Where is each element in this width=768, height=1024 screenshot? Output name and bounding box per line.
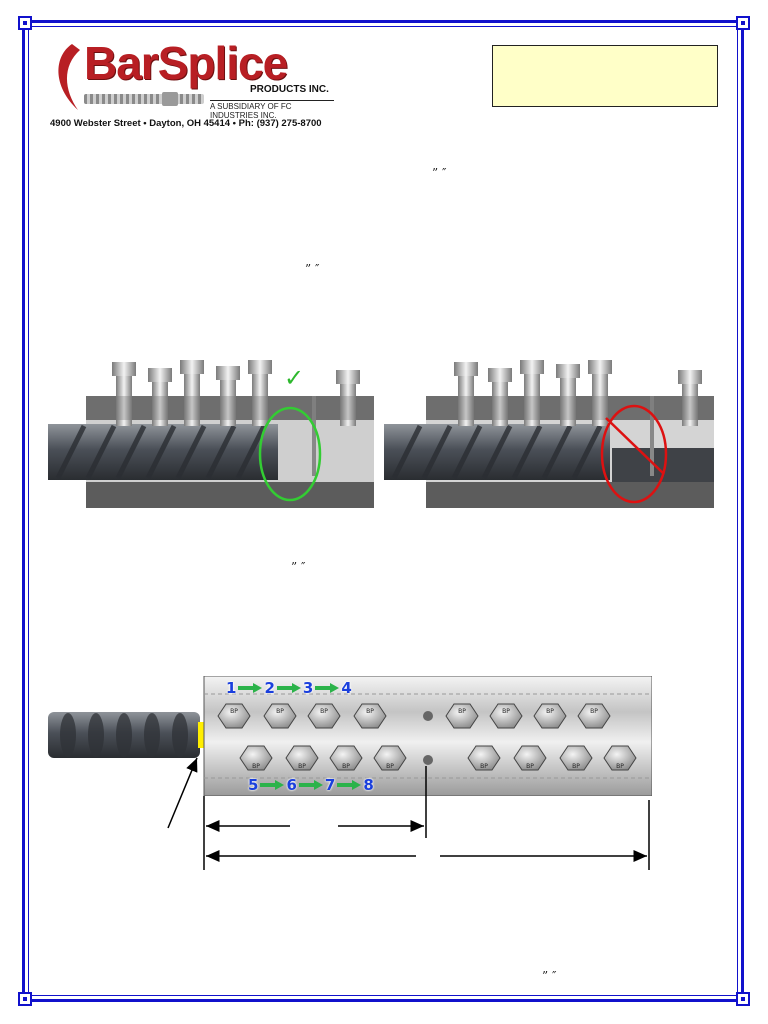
dimension-lines bbox=[167, 757, 650, 870]
page-border-outer bbox=[22, 20, 744, 1002]
bolt-head-mark: BP bbox=[590, 708, 598, 715]
corner-ornament bbox=[736, 992, 750, 1006]
bolt-head-mark: BP bbox=[230, 708, 238, 715]
arrow-right-icon bbox=[337, 780, 362, 790]
bar-end-marker bbox=[198, 722, 204, 748]
arrow-right-icon bbox=[276, 683, 301, 693]
step-number: 7 bbox=[324, 776, 336, 794]
page-border-inner bbox=[28, 26, 738, 996]
correct-insertion-illustration bbox=[48, 360, 374, 508]
bolt-head-mark: BP bbox=[546, 708, 554, 715]
quote-marks: ” ″ bbox=[305, 262, 320, 276]
corner-ornament bbox=[18, 992, 32, 1006]
bolt-head-mark: BP bbox=[252, 763, 260, 770]
quote-marks: ” ″ bbox=[291, 560, 306, 574]
correct-insertion-image bbox=[48, 352, 374, 508]
bolt-head-mark: BP bbox=[572, 763, 580, 770]
incorrect-insertion-image bbox=[384, 352, 714, 508]
bolt-head-mark: BP bbox=[298, 763, 306, 770]
bolt-head-mark: BP bbox=[276, 708, 284, 715]
step-number: 5 bbox=[248, 776, 259, 794]
checkmark-icon: ✓ bbox=[284, 364, 305, 392]
quote-marks: ” ″ bbox=[542, 969, 557, 983]
step-number: 3 bbox=[302, 679, 314, 697]
arrow-right-icon bbox=[298, 780, 323, 790]
bolt-head-mark: BP bbox=[526, 763, 534, 770]
step-sequence-top: 1 2 3 4 bbox=[226, 679, 352, 697]
corner-ornament bbox=[736, 16, 750, 30]
tightening-sequence-image: BP BP BP BP BP BP BP BP BP BP BP BP BP B… bbox=[48, 676, 652, 796]
swoosh-icon bbox=[58, 44, 80, 110]
bolt-head-mark: BP bbox=[342, 763, 350, 770]
step-number: 6 bbox=[286, 776, 297, 794]
step-number: 1 bbox=[226, 679, 237, 697]
step-number: 4 bbox=[341, 679, 352, 697]
bolt-head-mark: BP bbox=[480, 763, 488, 770]
company-subsidiary: A SUBSIDIARY OF FC INDUSTRIES INC. bbox=[210, 100, 334, 120]
coupler-diagram: BP BP BP BP BP BP BP BP BP BP BP BP BP B… bbox=[48, 676, 652, 796]
coupler-graphic bbox=[162, 92, 178, 106]
bolt-head-mark: BP bbox=[366, 708, 374, 715]
quote-marks: ” ″ bbox=[432, 166, 447, 180]
step-number: 2 bbox=[264, 679, 275, 697]
company-address: 4900 Webster Street • Dayton, OH 45414 •… bbox=[50, 118, 322, 129]
bolt-head-mark: BP bbox=[320, 708, 328, 715]
corner-ornament bbox=[18, 16, 32, 30]
note-box bbox=[492, 45, 718, 107]
bolt-head-mark: BP bbox=[458, 708, 466, 715]
arrow-right-icon bbox=[315, 683, 340, 693]
bolt-head-mark: BP bbox=[616, 763, 624, 770]
step-sequence-bottom: 5 6 7 8 bbox=[248, 776, 374, 794]
company-name: BarSplice bbox=[84, 37, 288, 89]
bolt-head-mark: BP bbox=[386, 763, 394, 770]
arrow-right-icon bbox=[238, 683, 263, 693]
incorrect-insertion-illustration bbox=[384, 360, 714, 508]
rebar-graphic bbox=[84, 94, 204, 104]
company-products-label: PRODUCTS INC. bbox=[250, 84, 329, 95]
step-number: 8 bbox=[363, 776, 374, 794]
bolt-head-mark: BP bbox=[502, 708, 510, 715]
arrow-right-icon bbox=[260, 780, 285, 790]
company-logo: BarSplice PRODUCTS INC. A SUBSIDIARY OF … bbox=[44, 36, 334, 136]
